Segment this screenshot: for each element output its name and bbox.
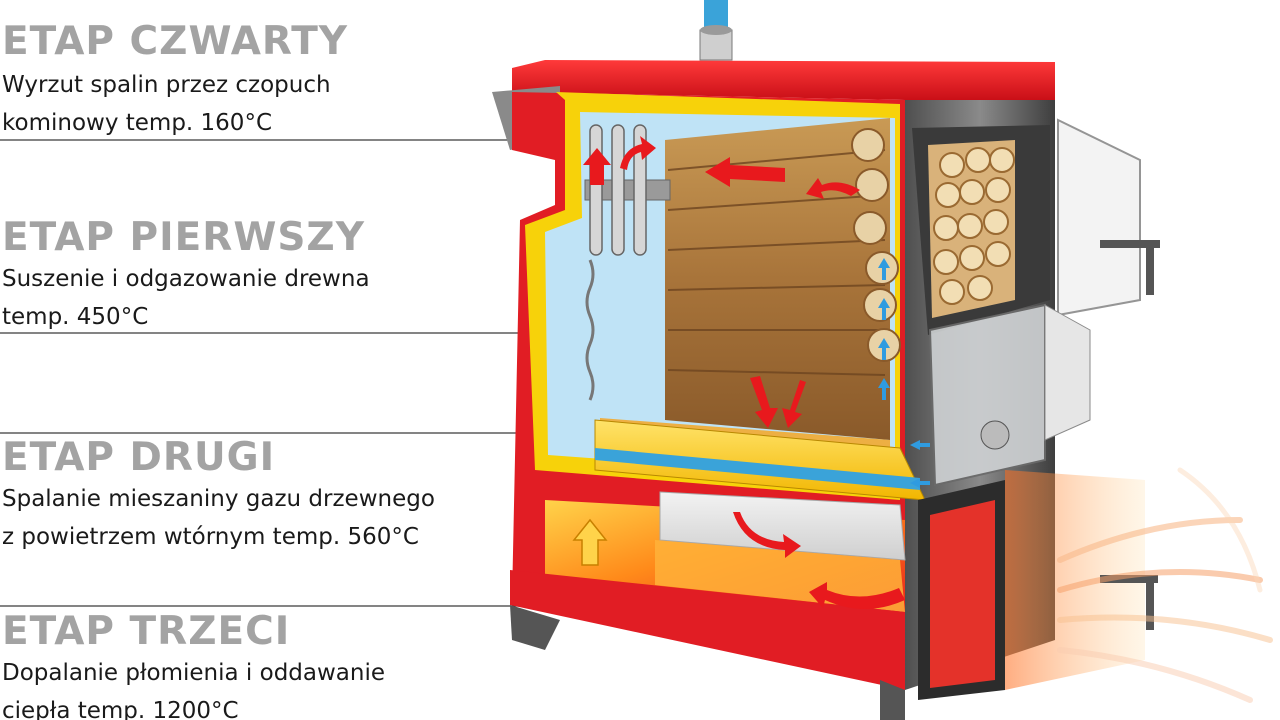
secondary-air-arrows (878, 258, 930, 488)
stage-trzeci-line-2: ciepła temp. 1200°C (2, 698, 239, 720)
hot-gas-flow-arrows (583, 136, 905, 609)
stage-pierwszy-title: ETAP PIERWSZY (2, 215, 365, 260)
stage-drugi-line-1: Spalanie mieszaniny gazu drzewnego (2, 486, 435, 512)
stage-pierwszy-line-2: temp. 450°C (2, 304, 149, 330)
stage-trzeci-description: Dopalanie płomienia i oddawanie ciepła t… (2, 654, 385, 720)
stage-czwarty-description: Wyrzut spalin przez czopuch kominowy tem… (2, 66, 331, 142)
stage-czwarty-title: ETAP CZWARTY (2, 19, 349, 64)
flame-up-arrow (572, 518, 608, 566)
stage-pierwszy-description: Suszenie i odgazowanie drewna temp. 450°… (2, 260, 370, 336)
stage-drugi-description: Spalanie mieszaniny gazu drzewnego z pow… (2, 480, 435, 556)
stage-czwarty-line-2: kominowy temp. 160°C (2, 110, 273, 136)
water-channel (595, 448, 920, 490)
stage-drugi-title: ETAP DRUGI (2, 435, 276, 480)
boiler-foot-left (510, 605, 560, 650)
stage-trzeci-line-1: Dopalanie płomienia i oddawanie (2, 660, 386, 686)
boiler-foot-right (880, 680, 905, 720)
flue-pipe (699, 0, 733, 61)
stage-pierwszy-line-1: Suszenie i odgazowanie drewna (2, 266, 370, 292)
upper-loading-door (912, 118, 1160, 335)
stage-trzeci-title: ETAP TRZECI (2, 609, 291, 654)
stage-czwarty-line-1: Wyrzut spalin przez czopuch (2, 72, 331, 98)
air-damper-icon (980, 420, 1010, 450)
stage-drugi-line-2: z powietrzem wtórnym temp. 560°C (2, 524, 419, 550)
middle-door (928, 303, 1091, 487)
boiler-top (512, 60, 1055, 100)
boiler-base (510, 570, 905, 690)
lower-ash-door (918, 470, 1158, 700)
heat-waves (1057, 467, 1273, 703)
